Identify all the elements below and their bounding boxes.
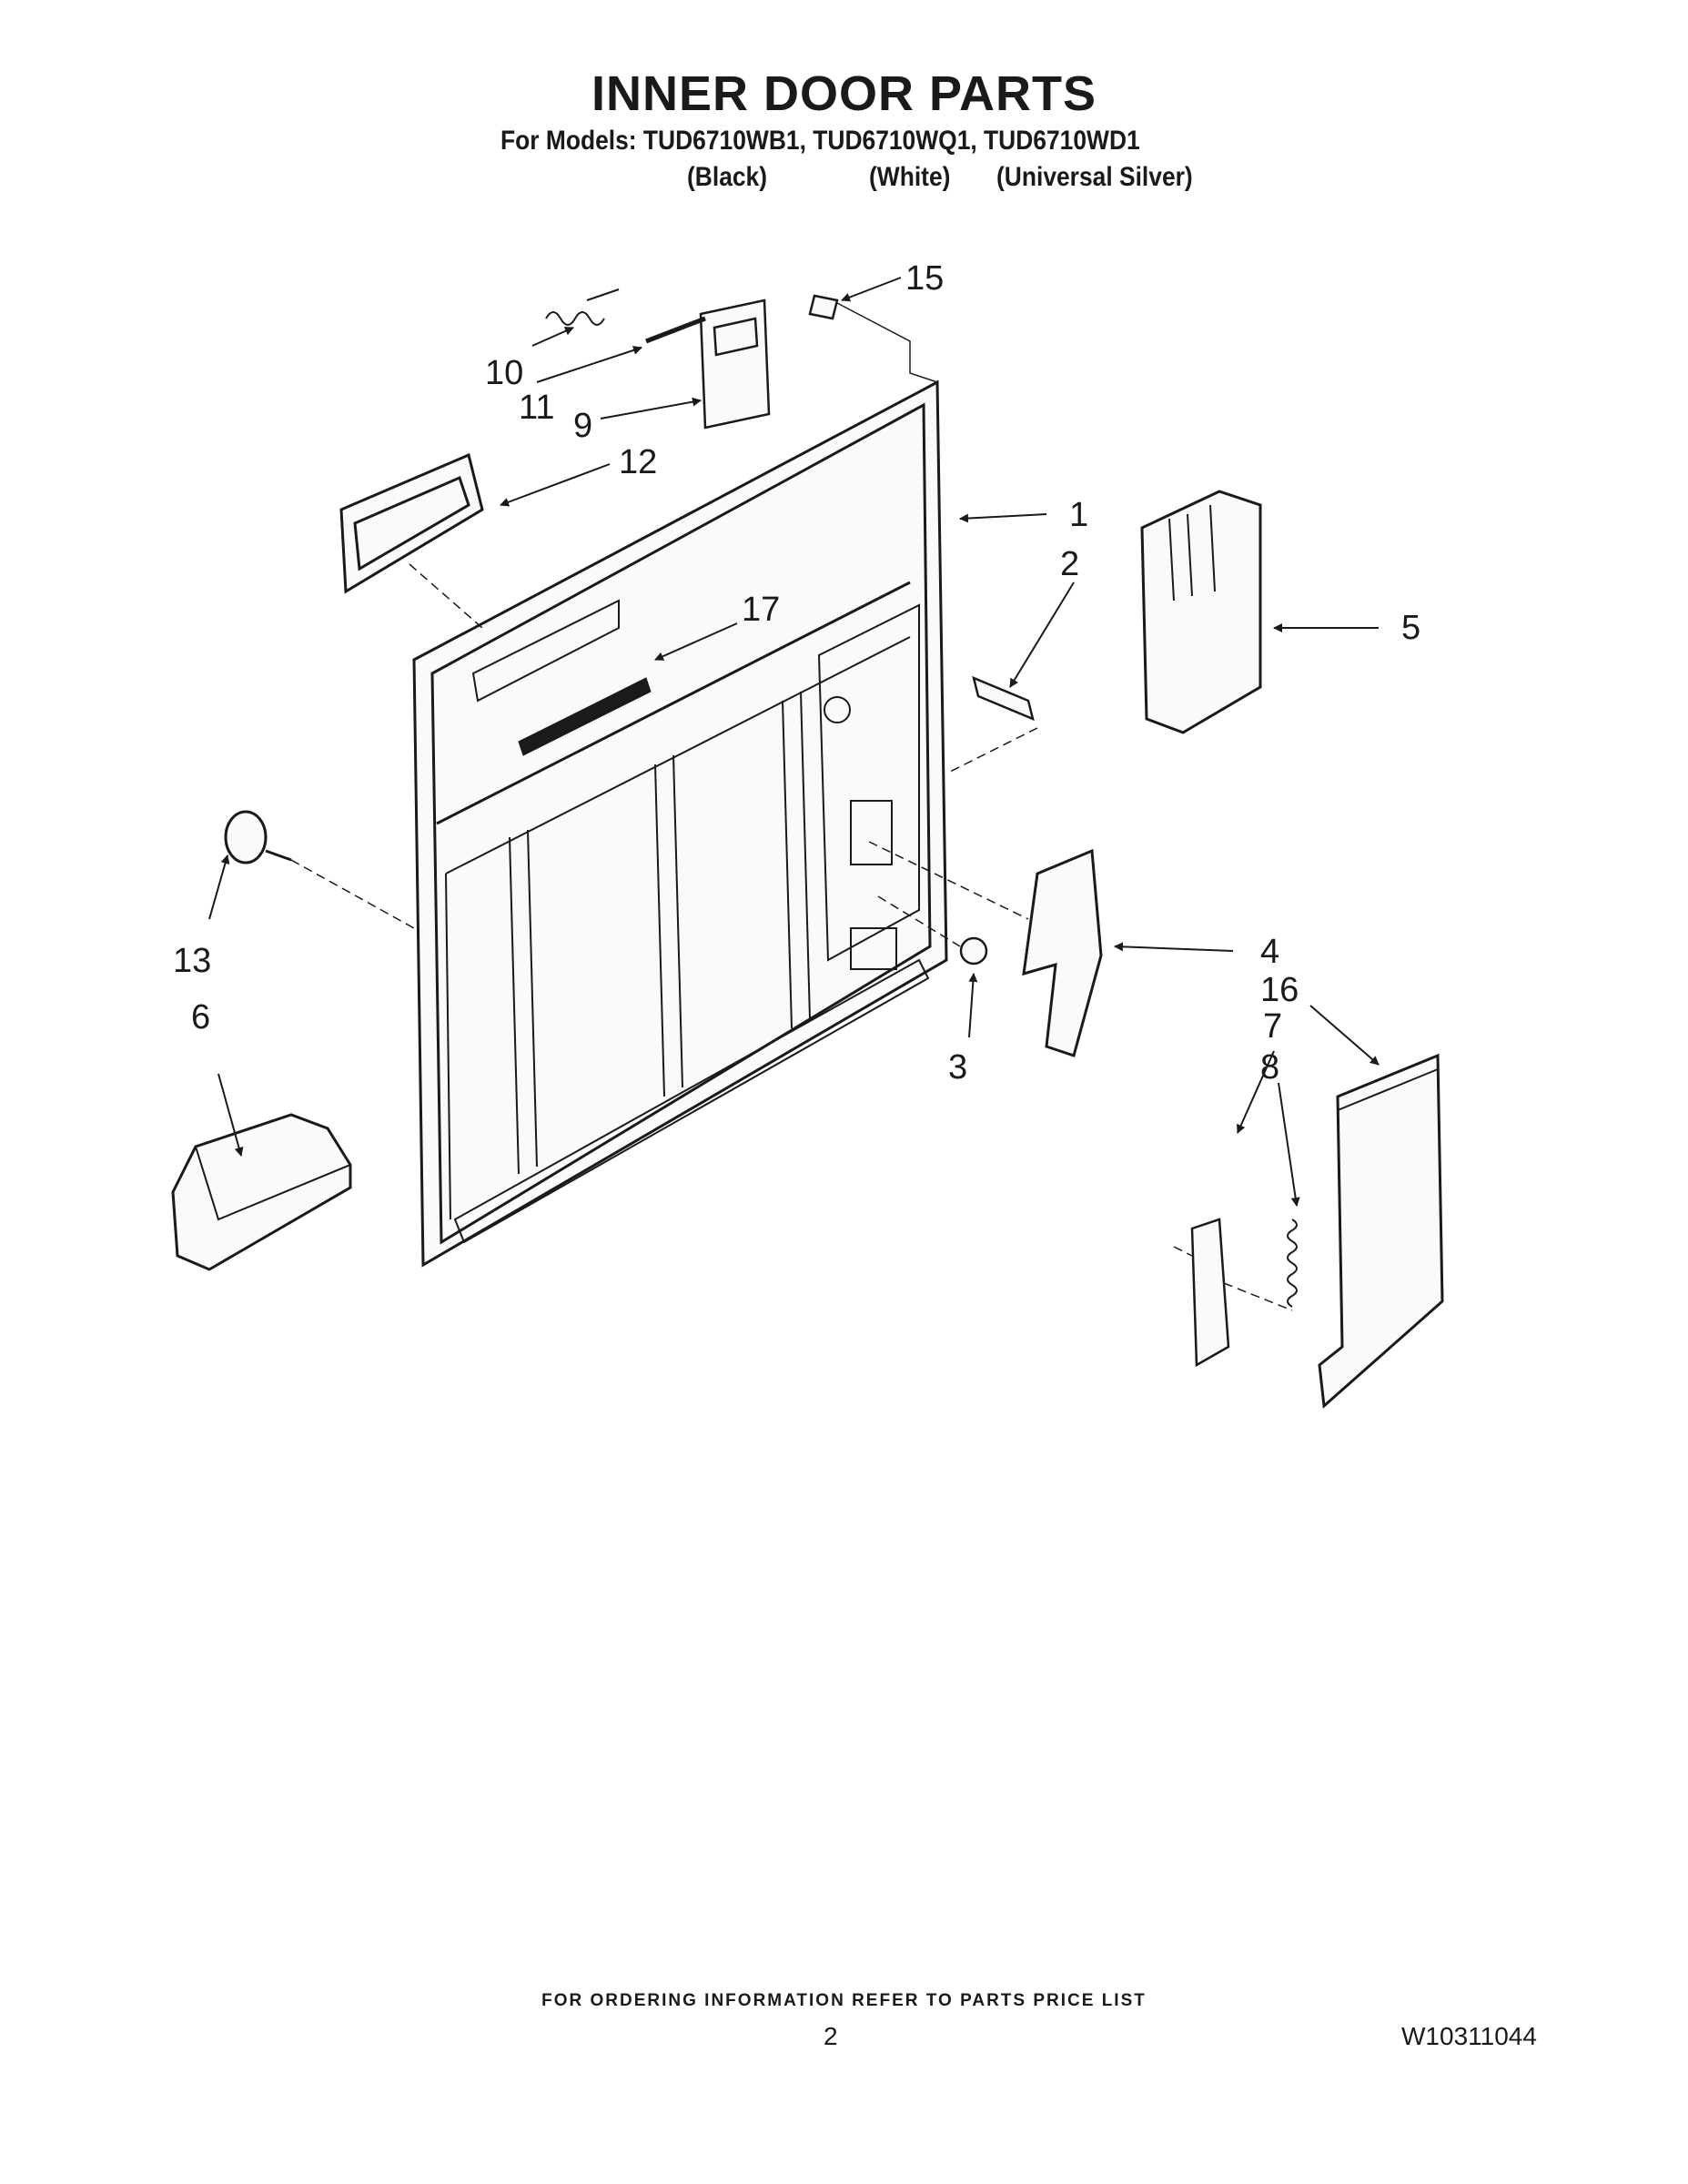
callout-15: 15 xyxy=(905,259,944,298)
page-title: INNER DOOR PARTS xyxy=(591,66,1097,121)
screw-part xyxy=(808,294,938,383)
callout-5: 5 xyxy=(1401,609,1420,647)
callout-13: 13 xyxy=(173,942,211,980)
latch-housing-part xyxy=(1140,490,1262,734)
callout-10: 10 xyxy=(485,354,523,392)
callout-8: 8 xyxy=(1260,1048,1279,1087)
rod-part xyxy=(645,316,706,344)
handle-part xyxy=(339,452,484,629)
color-universal-silver: (Universal Silver) xyxy=(996,162,1193,192)
spring-8-part xyxy=(1287,1218,1298,1308)
foot-part xyxy=(171,1113,352,1271)
document-number: W10311044 xyxy=(1401,2022,1537,2050)
vent-cover-part xyxy=(699,298,771,430)
strike-part xyxy=(945,675,1038,774)
nut-part xyxy=(877,895,988,966)
models-line: For Models: TUD6710WB1, TUD6710WQ1, TUD6… xyxy=(500,126,1140,156)
callout-9: 9 xyxy=(573,407,592,445)
latch-lever-part xyxy=(868,841,1103,1057)
callout-7: 7 xyxy=(1263,1007,1282,1046)
callout-12: 12 xyxy=(619,443,657,481)
callout-16: 16 xyxy=(1260,971,1299,1009)
inner-door-panel xyxy=(412,379,948,1268)
callout-labels: 1 2 3 4 5 6 7 8 9 10 11 12 13 15 16 17 xyxy=(173,259,1420,1087)
side-cover-part xyxy=(1318,1053,1444,1410)
page-number: 2 xyxy=(824,2022,838,2050)
slide-bracket-part xyxy=(1173,1218,1293,1368)
callout-11: 11 xyxy=(519,389,554,427)
callout-2: 2 xyxy=(1060,545,1079,583)
callout-4: 4 xyxy=(1260,933,1279,971)
callout-17: 17 xyxy=(742,591,780,629)
knob-part xyxy=(224,810,415,929)
callout-3: 3 xyxy=(948,1048,967,1087)
color-black: (Black) xyxy=(687,162,768,192)
leader-arrows xyxy=(208,277,1380,1207)
spring-part xyxy=(545,288,620,326)
callout-6: 6 xyxy=(191,998,210,1036)
ordering-footer-note: FOR ORDERING INFORMATION REFER TO PARTS … xyxy=(541,1991,1147,2010)
color-white: (White) xyxy=(869,162,951,192)
callout-1: 1 xyxy=(1069,496,1088,534)
